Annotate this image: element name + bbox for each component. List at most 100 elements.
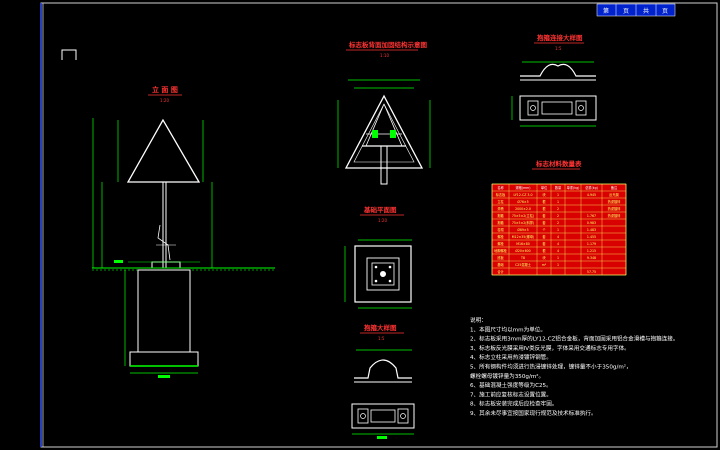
table-cell: 1 xyxy=(557,263,559,267)
table-header-cell: 数量 xyxy=(555,185,562,190)
table-cell: 4 xyxy=(557,242,559,246)
elevation-scale: 1:20 xyxy=(160,98,169,103)
elevation-title: 立 面 图 xyxy=(152,85,178,94)
table-cell: 2 xyxy=(557,221,559,225)
elevation-view: 立 面 图 1:20 xyxy=(92,85,275,378)
table-cell: 抱箍 xyxy=(497,213,504,218)
plan-view-scale: 1:20 xyxy=(378,218,387,223)
note-line: 6、基础混凝土强度等级为C25。 xyxy=(470,381,552,389)
table-header-cell: 名称 xyxy=(497,185,504,190)
table-cell: 套 xyxy=(542,234,546,239)
table-cell: 热浸镀锌 xyxy=(608,206,622,211)
table-cell: 块 xyxy=(542,192,546,197)
note-line: 说明： xyxy=(470,316,487,324)
table-cell: 75×5×2(斜撑) xyxy=(512,220,534,225)
table-header-cell: 单重(kg) xyxy=(567,185,580,190)
plan-view: 基础平面图 1:20 xyxy=(344,205,412,309)
table-cell: 2 xyxy=(557,214,559,218)
table-cell: 4 xyxy=(557,235,559,239)
note-line: 螺栓螺母镀锌量为350g/m²。 xyxy=(470,372,544,380)
table-cell: 套 xyxy=(542,213,546,218)
notes-block: 说明：1、本图尺寸均以mm为单位。 2、标志板采用3mm厚的LY12-CZ铝合金板… xyxy=(470,316,679,417)
table-cell: 套 xyxy=(542,220,546,225)
table-cell: 根 xyxy=(542,199,546,204)
corner-mark xyxy=(61,49,77,60)
table-cell: 反光膜 xyxy=(609,192,619,197)
table-cell: 1 xyxy=(557,200,559,204)
table-cell: 套 xyxy=(542,241,546,246)
table-cell: 地脚螺栓 xyxy=(494,248,508,253)
table-cell: 2 xyxy=(557,207,559,211)
plan-view-title: 基础平面图 xyxy=(363,205,397,214)
table-cell: 块 xyxy=(542,255,546,260)
table-cell: 标志板 xyxy=(496,192,506,197)
table-header-cell: 备注 xyxy=(611,185,618,190)
table-cell: 1.767 xyxy=(587,214,596,218)
table-cell: T8 xyxy=(520,256,525,260)
table-cell: 热浸镀锌 xyxy=(608,213,622,218)
table-cell: 底板 xyxy=(497,255,504,260)
back-view-title: 标志板背面加固结构示意图 xyxy=(348,40,428,49)
title-cell-1: 第 xyxy=(603,7,609,15)
note-line: 3、标志板反光膜采用Ⅳ类反光膜，字体采用交通标志专用字体。 xyxy=(470,344,630,352)
table-cell: 9.348 xyxy=(587,256,596,260)
table-cell: M16×80 xyxy=(516,242,530,246)
note-line: 8、标志板安装完成后应检查牢固。 xyxy=(470,400,557,408)
note-line: 5、所有钢构件均须进行热浸镀锌处理，镀锌量不小于350g/m²， xyxy=(470,363,632,371)
table-cell: 1 xyxy=(557,228,559,232)
hoop-detail-top-scale: 1:5 xyxy=(555,46,562,51)
materials-title: 标志材料数量表 xyxy=(535,159,582,168)
table-cell: 合计 xyxy=(497,269,504,274)
table-cell: LY12-CZ 3.0 xyxy=(514,193,533,197)
title-cell-2: 页 xyxy=(623,8,629,15)
note-line: 1、本图尺寸均以mm为单位。 xyxy=(470,325,546,333)
title-cell-3: 共 xyxy=(643,7,649,15)
table-cell: 57.75 xyxy=(587,270,596,274)
table-cell: 基础 xyxy=(497,262,503,267)
note-line: 4、标志立柱采用热浸镀锌钢管。 xyxy=(470,353,552,361)
table-cell: 滑槽 xyxy=(497,206,504,211)
table-cell: 1.455 xyxy=(587,235,596,239)
table-header-cell: 规格(mm) xyxy=(515,185,530,190)
table-cell: 热浸镀锌 xyxy=(608,199,622,204)
table-cell: 螺栓 xyxy=(497,234,504,239)
title-block: 第 页 共 页 xyxy=(596,3,676,17)
table-cell: 1 xyxy=(557,193,559,197)
note-line: 2、标志板采用3mm厚的LY12-CZ铝合金板，背面加固采用铝合金滑槽与抱箍连接… xyxy=(470,335,679,343)
back-view-scale: 1:10 xyxy=(380,53,389,58)
hoop-detail-top-title: 抱箍连接大样图 xyxy=(537,33,583,42)
hoop-detail-bottom: 抱箍大样图 1:5 xyxy=(351,323,415,439)
table-cell: 个 xyxy=(542,228,546,232)
table-cell: 4.945 xyxy=(587,193,596,197)
table-cell: Ø89×5 xyxy=(517,227,528,232)
table-cell: 根 xyxy=(542,248,546,253)
note-line: 9、其余未尽事宜按国家现行规范及技术标准执行。 xyxy=(470,409,597,417)
table-cell: Ø76×5 xyxy=(517,199,528,204)
table-cell: 螺栓 xyxy=(497,241,504,246)
materials-table: 标志材料数量表 名称 规格(mm) 单位 数量单重(kg) 总重(kg) 备注标志板 LY1… xyxy=(491,159,627,276)
table-cell: 抱箍 xyxy=(497,220,504,225)
hoop-detail-bottom-title: 抱箍大样图 xyxy=(364,323,397,332)
table-cell: 1 xyxy=(557,256,559,260)
table-cell: M12×35(螺母) xyxy=(512,234,534,239)
back-view: 标志板背面加固结构示意图 1:10 xyxy=(337,40,431,185)
note-line: 7、施工前应复核标志设置位置。 xyxy=(470,390,552,398)
table-cell: 根 xyxy=(542,206,546,211)
table-cell: C25混凝土 xyxy=(515,262,532,267)
table-header-cell: 总重(kg) xyxy=(585,185,598,190)
table-header-cell: 单位 xyxy=(541,185,548,190)
table-cell: 75×5×2(立柱) xyxy=(512,213,534,218)
table-cell: 柱帽 xyxy=(497,227,503,232)
hoop-detail-bottom-scale: 1:5 xyxy=(378,336,385,341)
table-cell: m³ xyxy=(542,263,547,267)
title-cell-4: 页 xyxy=(662,8,668,15)
table-cell: 1.179 xyxy=(587,242,596,246)
table-cell: 2000×2.0 xyxy=(515,207,531,211)
table-cell: 0.983 xyxy=(587,221,596,225)
table-cell: 立柱 xyxy=(497,199,504,204)
table-cell: Ø20×600 xyxy=(515,248,530,253)
table-cell: 1.483 xyxy=(587,228,596,232)
hoop-connection-detail: 抱箍连接大样图 1:5 xyxy=(511,33,597,127)
table-cell: 1.215 xyxy=(587,249,596,253)
